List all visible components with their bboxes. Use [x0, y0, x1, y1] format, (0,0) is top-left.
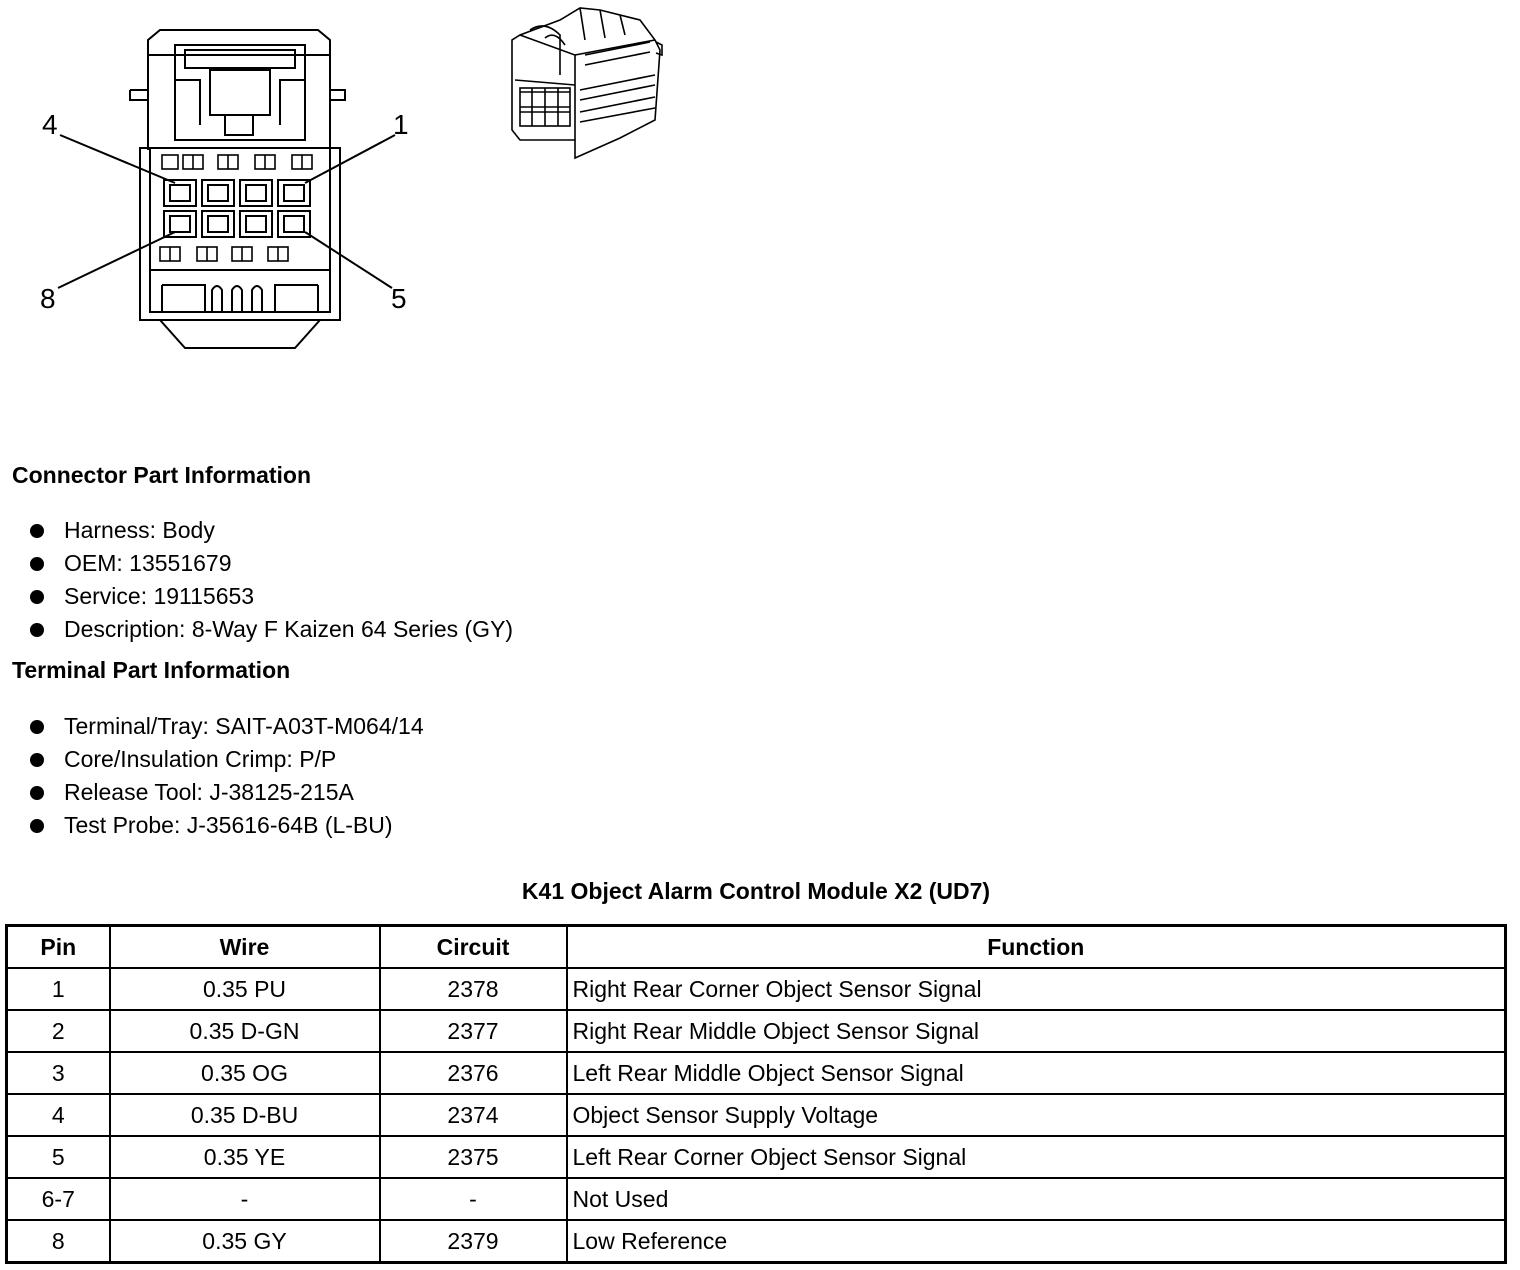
cell-pin: 4: [5, 1093, 111, 1137]
table-row: 6-7 - - Not Used: [5, 1177, 1507, 1221]
table-row: 1 0.35 PU 2378 Right Rear Corner Object …: [5, 967, 1507, 1011]
cell-function: Right Rear Middle Object Sensor Signal: [565, 1009, 1507, 1053]
cell-circuit: 2376: [378, 1051, 568, 1095]
bullet-icon: [30, 556, 44, 571]
cell-wire: 0.35 D-GN: [108, 1009, 381, 1053]
cell-wire: -: [108, 1177, 381, 1221]
bullet-icon: [30, 785, 44, 800]
list-item: Description: 8-Way F Kaizen 64 Series (G…: [28, 613, 513, 646]
cell-function: Low Reference: [565, 1219, 1507, 1264]
cell-wire: 0.35 OG: [108, 1051, 381, 1095]
pin-label-4: 4: [42, 109, 58, 140]
cell-wire: 0.35 YE: [108, 1135, 381, 1179]
bullet-icon: [30, 752, 44, 767]
cell-pin: 8: [5, 1219, 111, 1264]
connector-part-info-list: Harness: Body OEM: 13551679 Service: 191…: [28, 514, 513, 646]
connector-isometric-view: [511, 7, 663, 160]
list-item: Test Probe: J-35616-64B (L-BU): [28, 809, 424, 842]
list-item: Service: 19115653: [28, 580, 513, 613]
list-item: Harness: Body: [28, 514, 513, 547]
column-header-circuit: Circuit: [378, 924, 568, 969]
cell-circuit: 2378: [378, 967, 568, 1011]
terminal-part-info-title: Terminal Part Information: [12, 657, 291, 683]
table-header-row: Pin Wire Circuit Function: [5, 924, 1507, 969]
connector-diagram: 4 1 8 5: [40, 7, 663, 349]
table-row: 8 0.35 GY 2379 Low Reference: [5, 1219, 1507, 1264]
bullet-icon: [30, 818, 44, 833]
cell-circuit: 2379: [378, 1219, 568, 1264]
cell-pin: 1: [5, 967, 111, 1011]
cell-function: Right Rear Corner Object Sensor Signal: [565, 967, 1507, 1011]
table-row: 5 0.35 YE 2375 Left Rear Corner Object S…: [5, 1135, 1507, 1179]
cell-circuit: -: [378, 1177, 568, 1221]
cell-function: Left Rear Corner Object Sensor Signal: [565, 1135, 1507, 1179]
bullet-icon: [30, 523, 44, 538]
pin-label-8: 8: [40, 283, 56, 314]
list-item: OEM: 13551679: [28, 547, 513, 580]
cell-function: Left Rear Middle Object Sensor Signal: [565, 1051, 1507, 1095]
list-item: Release Tool: J-38125-215A: [28, 776, 424, 809]
connector-face-view: [57, 29, 396, 349]
cell-pin: 5: [5, 1135, 111, 1179]
table-row: 3 0.35 OG 2376 Left Rear Middle Object S…: [5, 1051, 1507, 1095]
terminal-part-info-list: Terminal/Tray: SAIT-A03T-M064/14 Core/In…: [28, 710, 424, 842]
column-header-function: Function: [565, 924, 1507, 969]
column-header-pin: Pin: [5, 924, 111, 969]
list-item: Core/Insulation Crimp: P/P: [28, 743, 424, 776]
cell-function: Not Used: [565, 1177, 1507, 1221]
column-header-wire: Wire: [108, 924, 381, 969]
bullet-icon: [30, 719, 44, 734]
cell-pin: 6-7: [5, 1177, 111, 1221]
connector-part-info-title: Connector Part Information: [12, 462, 312, 488]
pin-label-5: 5: [391, 283, 407, 314]
cell-circuit: 2374: [378, 1093, 568, 1137]
table-title: K41 Object Alarm Control Module X2 (UD7): [521, 878, 991, 904]
bullet-icon: [30, 622, 44, 637]
cell-circuit: 2377: [378, 1009, 568, 1053]
list-item: Terminal/Tray: SAIT-A03T-M064/14: [28, 710, 424, 743]
pin-table: Pin Wire Circuit Function 1 0.35 PU 2378…: [5, 924, 1507, 1264]
table-row: 2 0.35 D-GN 2377 Right Rear Middle Objec…: [5, 1009, 1507, 1053]
cell-circuit: 2375: [378, 1135, 568, 1179]
cell-wire: 0.35 PU: [108, 967, 381, 1011]
cell-pin: 2: [5, 1009, 111, 1053]
bullet-icon: [30, 589, 44, 604]
pin-label-1: 1: [393, 109, 409, 140]
cell-pin: 3: [5, 1051, 111, 1095]
cell-function: Object Sensor Supply Voltage: [565, 1093, 1507, 1137]
cell-wire: 0.35 D-BU: [108, 1093, 381, 1137]
cell-wire: 0.35 GY: [108, 1219, 381, 1264]
table-row: 4 0.35 D-BU 2374 Object Sensor Supply Vo…: [5, 1093, 1507, 1137]
